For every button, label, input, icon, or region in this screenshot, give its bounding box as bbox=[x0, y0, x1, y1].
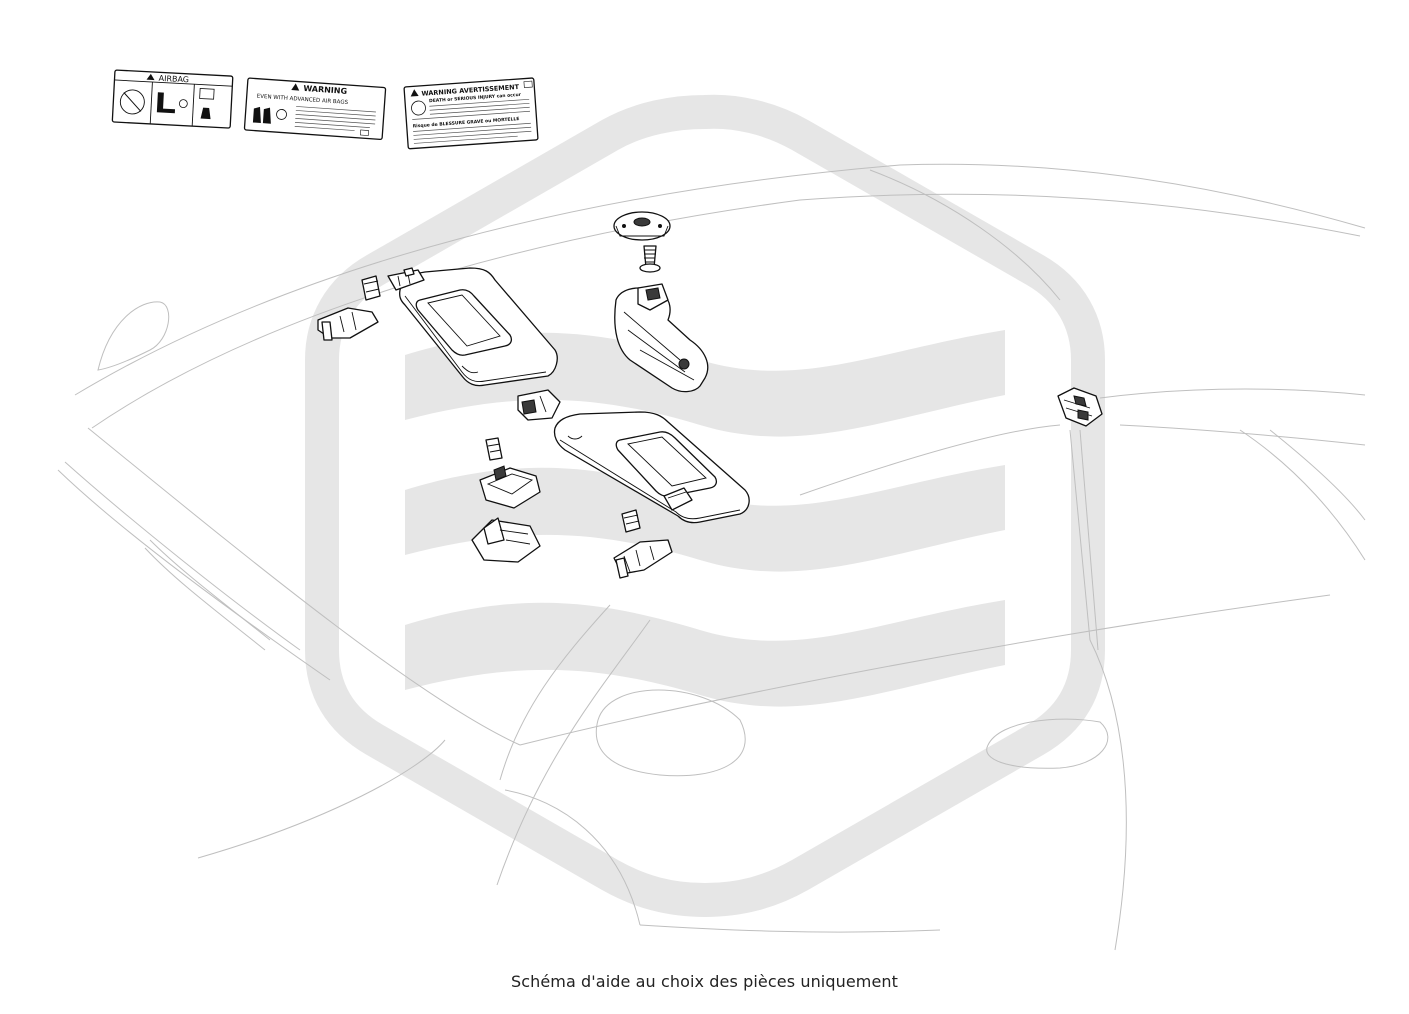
warning-triangle-icon bbox=[410, 89, 419, 97]
visor-hinge-clip-3[interactable] bbox=[485, 437, 503, 461]
visor-hinge-clip-2[interactable] bbox=[387, 267, 425, 291]
warning-label[interactable]: WARNING EVEN WITH ADVANCED AIR BAGS bbox=[243, 77, 387, 141]
airbag-label[interactable]: AIRBAG bbox=[111, 69, 234, 129]
visor-clip-lower-right[interactable] bbox=[613, 539, 673, 579]
manual-icon bbox=[199, 88, 215, 100]
side-rear-2 bbox=[1269, 429, 1366, 521]
wiper-left bbox=[149, 539, 271, 641]
windshield-top bbox=[87, 427, 521, 746]
mirror-mount-plate[interactable] bbox=[613, 211, 671, 241]
visor-holder-upper[interactable] bbox=[479, 465, 541, 509]
warning-triangle-icon bbox=[291, 83, 300, 91]
warning-label-title: WARNING bbox=[303, 84, 347, 96]
vanity-mirror-left[interactable] bbox=[415, 289, 512, 356]
mirror-left bbox=[97, 301, 170, 371]
no-child-seat-icon bbox=[411, 100, 426, 116]
airbag-label-title: AIRBAG bbox=[158, 74, 189, 85]
visor-hinge-bracket[interactable] bbox=[663, 487, 693, 511]
vanity-mirror-right[interactable] bbox=[615, 431, 717, 497]
console-line-2 bbox=[499, 604, 611, 781]
windshield-base bbox=[519, 594, 1331, 746]
visor-clip-upper-left[interactable] bbox=[317, 307, 379, 341]
watermark-hexagon bbox=[305, 94, 1105, 918]
avertissement-label[interactable]: WARNING AVERTISSEMENT DEATH or SERIOUS I… bbox=[403, 77, 539, 150]
visor-hinge-clip-4[interactable] bbox=[621, 509, 641, 533]
roof-line bbox=[74, 163, 1366, 396]
side-window bbox=[1099, 388, 1366, 399]
roof-line-inner bbox=[91, 193, 1361, 429]
dash-line bbox=[197, 739, 446, 859]
mirror-screw[interactable] bbox=[639, 245, 661, 273]
a-pillar-left bbox=[57, 469, 331, 681]
cabin-floor bbox=[504, 789, 641, 926]
side-rear bbox=[1239, 429, 1366, 561]
b-pillar bbox=[1069, 429, 1127, 951]
visor-holder-lower[interactable] bbox=[471, 517, 541, 563]
hand-icon bbox=[200, 107, 211, 120]
roof-rear-curve bbox=[869, 169, 1061, 301]
seat-left bbox=[595, 689, 746, 777]
wiper-left-2 bbox=[144, 547, 266, 651]
rearview-mirror[interactable] bbox=[614, 283, 709, 393]
diagram-caption: Schéma d'aide au choix des pièces unique… bbox=[510, 972, 899, 991]
seat-icon bbox=[156, 92, 176, 114]
sun-visor-right[interactable] bbox=[553, 411, 750, 524]
sun-visor-left[interactable] bbox=[399, 267, 558, 387]
seated-occupants-icon bbox=[252, 106, 271, 124]
visor-hinge-clip-1[interactable] bbox=[361, 275, 381, 301]
seat-right bbox=[986, 718, 1109, 769]
roof-front-curve bbox=[799, 424, 1061, 496]
visor-bracket-center[interactable] bbox=[517, 389, 561, 421]
console-line bbox=[496, 619, 651, 886]
b-pillar-2 bbox=[1079, 429, 1099, 651]
pillar-clip[interactable] bbox=[1057, 387, 1103, 427]
warning-triangle-icon bbox=[146, 73, 155, 81]
a-pillar-left-2 bbox=[64, 461, 301, 651]
side-window-2 bbox=[1119, 424, 1366, 446]
watermark-stripe-3 bbox=[405, 600, 1005, 707]
car-outline bbox=[57, 163, 1366, 951]
cabin-floor-2 bbox=[639, 924, 941, 933]
